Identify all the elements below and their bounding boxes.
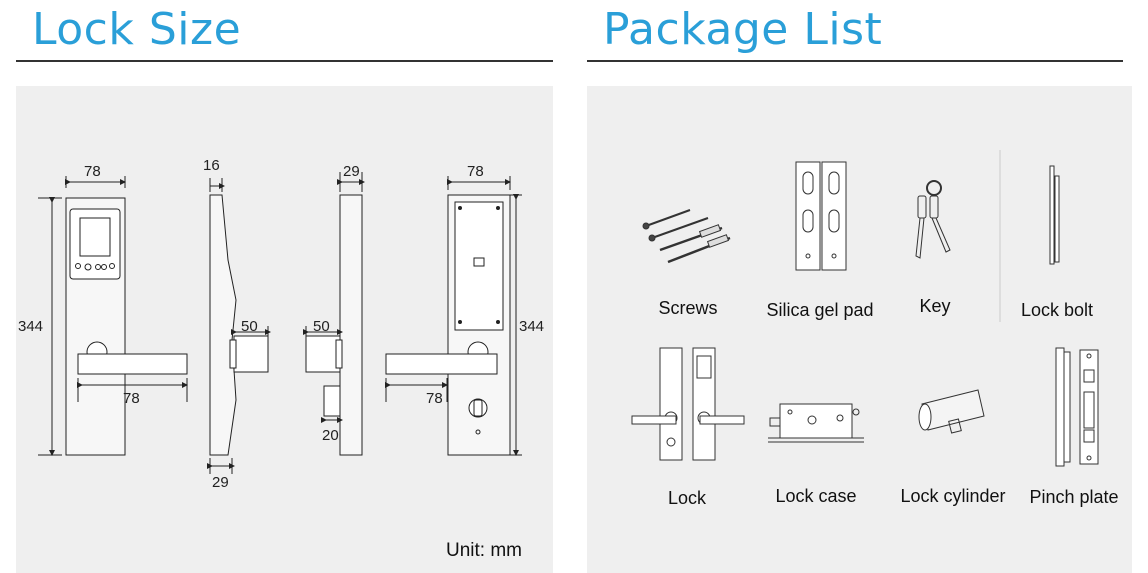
pinch-plate-icon <box>1055 347 1099 467</box>
lock-cylinder-icon <box>918 389 985 434</box>
side-view-left <box>207 178 271 474</box>
label-screws: Screws <box>658 298 718 318</box>
package-list-panel <box>587 86 1132 573</box>
dim-front-width: 78 <box>84 163 101 180</box>
dim-side2-thickness: 29 <box>343 163 360 180</box>
dim-side-bottom: 29 <box>212 474 229 491</box>
label-lock: Lock <box>667 488 707 508</box>
lock-icon <box>631 347 745 461</box>
label-lock-bolt: Lock bolt <box>1020 300 1094 320</box>
dim-back-width: 78 <box>467 163 484 180</box>
label-silica-gel-pad: Silica gel pad <box>766 300 874 320</box>
dim-back-height: 344 <box>519 318 544 335</box>
dim-front-handle: 78 <box>123 390 140 407</box>
label-pinch-plate: Pinch plate <box>1029 487 1119 507</box>
dim-side-thickness: 16 <box>203 157 220 174</box>
unit-label: Unit: mm <box>446 540 522 561</box>
front-view <box>38 176 188 456</box>
package-list-title: Package List <box>603 4 883 55</box>
lock-size-divider <box>16 60 553 62</box>
side-view-right <box>303 172 365 456</box>
lock-bolt-icon <box>999 150 1060 322</box>
key-icon <box>915 180 951 259</box>
back-view <box>385 176 522 456</box>
silica-gel-pad-icon <box>795 161 847 271</box>
lock-size-title: Lock Size <box>32 4 242 55</box>
dim-side-handle: 50 <box>241 318 258 335</box>
screws-icon <box>642 209 731 264</box>
package-list-divider <box>587 60 1123 62</box>
label-key: Key <box>919 296 951 316</box>
dim-front-height: 344 <box>18 318 43 335</box>
lock-case-icon <box>768 403 864 443</box>
dim-side2-knob: 20 <box>322 427 339 444</box>
label-lock-case: Lock case <box>775 486 857 506</box>
dim-side2-handle: 50 <box>313 318 330 335</box>
label-lock-cylinder: Lock cylinder <box>900 486 1006 506</box>
dim-back-handle: 78 <box>426 390 443 407</box>
